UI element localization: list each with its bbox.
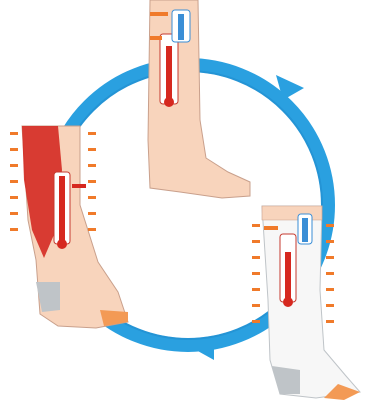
heat-marker: [252, 224, 260, 227]
heat-marker: [252, 240, 260, 243]
tag-marker: [264, 226, 278, 230]
tag-marker: [150, 36, 162, 40]
thermometer-mercury: [285, 252, 291, 298]
cool-indicator-fill: [302, 218, 308, 242]
heat-marker: [10, 212, 18, 215]
heat-marker: [88, 132, 96, 135]
cool-indicator-fill: [178, 14, 184, 40]
heat-marker: [326, 224, 334, 227]
heat-marker: [326, 320, 334, 323]
sock-heel-zone: [272, 366, 300, 394]
heat-marker: [252, 256, 260, 259]
thermometer-bulb: [164, 97, 174, 107]
heat-marker: [88, 148, 96, 151]
thermometer-mercury: [166, 46, 172, 98]
heat-marker: [88, 212, 96, 215]
heat-marker: [326, 256, 334, 259]
heat-marker: [10, 196, 18, 199]
heat-marker: [88, 228, 96, 231]
heat-marker: [10, 180, 18, 183]
thermometer-bulb: [57, 239, 67, 249]
thermometer-mercury: [59, 176, 65, 240]
heat-markers-left: [10, 132, 18, 231]
heat-marker: [326, 272, 334, 275]
heat-marker: [10, 228, 18, 231]
heat-marker: [326, 240, 334, 243]
heat-marker: [88, 164, 96, 167]
sock-cuff-skin: [262, 206, 322, 220]
leg-overheated: [10, 126, 128, 328]
heat-marker: [326, 304, 334, 307]
heat-marker: [10, 148, 18, 151]
heat-marker: [88, 196, 96, 199]
leg-with-sock: [252, 206, 360, 400]
heat-marker: [326, 288, 334, 291]
heat-marker: [10, 164, 18, 167]
bare-leg-cool: [148, 0, 250, 198]
heat-marker: [252, 272, 260, 275]
heat-marker: [10, 132, 18, 135]
sock-heat-markers-left: [252, 224, 260, 323]
heat-marker: [88, 180, 96, 183]
heat-marker: [252, 320, 260, 323]
heat-marker: [252, 304, 260, 307]
thermometer-bulb: [283, 297, 293, 307]
tag-marker: [72, 184, 86, 188]
heat-marker: [252, 288, 260, 291]
tag-marker: [150, 12, 168, 16]
heat-markers-right: [88, 132, 96, 231]
